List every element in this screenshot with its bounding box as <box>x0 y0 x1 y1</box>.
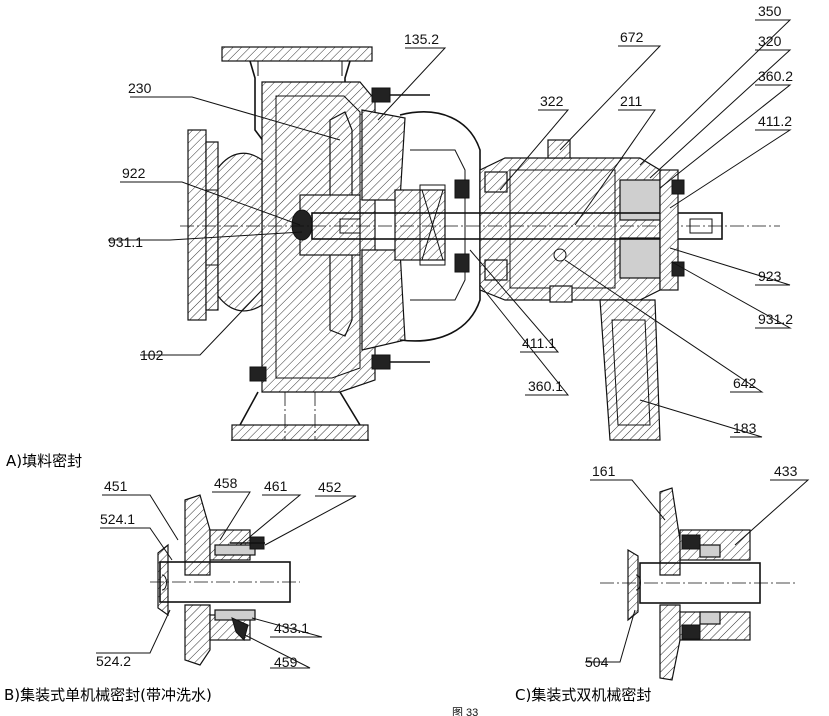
label-642: 642 <box>733 375 757 391</box>
label-433-1: 433.1 <box>274 620 309 636</box>
label-931-1: 931.1 <box>108 234 143 250</box>
label-102: 102 <box>140 347 164 363</box>
labels-c: 161 433 504 <box>585 463 798 670</box>
label-923: 923 <box>758 268 782 284</box>
label-322: 322 <box>540 93 564 109</box>
label-459: 459 <box>274 654 298 670</box>
label-320: 320 <box>758 33 782 49</box>
label-504: 504 <box>585 654 609 670</box>
label-350: 350 <box>758 3 782 19</box>
label-922: 922 <box>122 165 146 181</box>
label-461: 461 <box>264 478 288 494</box>
caption-b: B)集装式单机械密封(带冲洗水) <box>4 686 212 704</box>
labels-a: 230 922 931.1 102 135.2 322 672 211 350 … <box>108 3 793 436</box>
label-458: 458 <box>214 475 238 491</box>
label-135-2: 135.2 <box>404 31 439 47</box>
label-931-2: 931.2 <box>758 311 793 327</box>
leader-lines-b <box>96 491 357 669</box>
label-672: 672 <box>620 29 644 45</box>
caption-c: C)集装式双机械密封 <box>515 686 651 704</box>
label-411-1: 411.1 <box>522 335 556 351</box>
label-451: 451 <box>104 478 128 494</box>
label-360-1: 360.1 <box>528 378 563 394</box>
leader-lines-a <box>108 19 792 438</box>
main-pump-drawing <box>180 46 780 441</box>
label-433: 433 <box>774 463 798 479</box>
seal-c-drawing <box>600 487 795 681</box>
figure-number: 图 33 <box>452 706 478 716</box>
label-452: 452 <box>318 479 342 495</box>
label-211: 211 <box>620 93 643 109</box>
label-411-2: 411.2 <box>758 113 792 129</box>
label-360-2: 360.2 <box>758 68 793 84</box>
label-183: 183 <box>733 420 757 436</box>
labels-b: 451 458 461 452 524.1 524.2 433.1 459 <box>96 475 342 670</box>
leader-lines-c <box>585 479 810 663</box>
label-230: 230 <box>128 80 152 96</box>
label-161: 161 <box>592 463 616 479</box>
caption-a: A)填料密封 <box>6 452 82 470</box>
seal-b-drawing <box>150 494 300 666</box>
label-524-2: 524.2 <box>96 653 131 669</box>
label-524-1: 524.1 <box>100 511 135 527</box>
